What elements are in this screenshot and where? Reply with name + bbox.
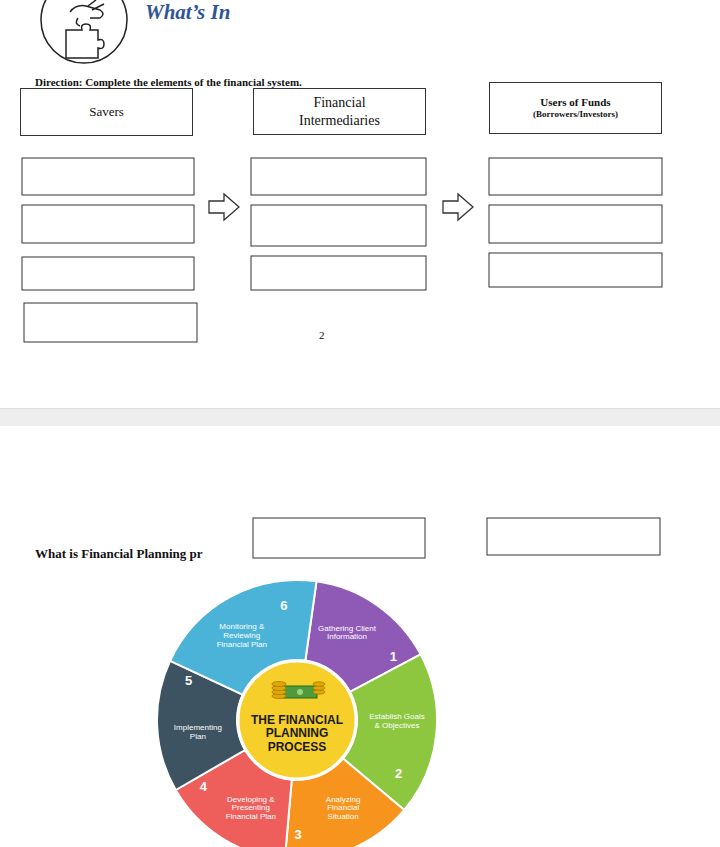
empty-answer-boxes	[22, 158, 662, 558]
hollow-arrow	[209, 194, 239, 220]
step-label: Analyzing Financial Situation	[314, 796, 372, 822]
answer-box	[251, 256, 426, 290]
step-label: Developing & Presenting Financial Plan	[222, 796, 280, 822]
answer-box	[22, 205, 194, 243]
answer-box	[489, 205, 662, 243]
page-number: 2	[319, 329, 339, 341]
step-number: 2	[392, 767, 406, 781]
step-label: Monitoring & Reviewing Financial Plan	[213, 623, 271, 649]
box-heading: Savers	[89, 104, 124, 120]
step-number: 4	[196, 780, 210, 794]
step-number: 6	[277, 599, 291, 613]
intermediaries-box: Financial Intermediaries	[253, 88, 426, 135]
step-number: 1	[386, 650, 400, 664]
hollow-arrows	[209, 194, 473, 220]
step-number: 3	[291, 828, 305, 842]
box-heading: Financial Intermediaries	[280, 94, 400, 129]
icon-circle	[41, 0, 127, 63]
answer-box	[251, 158, 426, 195]
hollow-arrow	[443, 194, 473, 220]
box-heading: Users of Funds	[540, 96, 610, 110]
page-separator	[0, 408, 720, 426]
hand-lines	[70, 0, 104, 26]
money-icon	[272, 682, 325, 699]
step-label: Establish Goals & Objectives	[368, 713, 426, 731]
process-hub-circle: THE FINANCIAL PLANNING PROCESS	[235, 658, 359, 782]
question-text: What is Financial Planning pr	[35, 546, 250, 562]
answer-box	[251, 205, 426, 246]
step-number: 5	[182, 674, 196, 688]
answer-box	[22, 257, 194, 290]
answer-box	[489, 253, 662, 287]
page-edge	[0, 408, 720, 409]
answer-box	[487, 518, 660, 555]
direction-text: Direction: Complete the elements of the …	[35, 76, 365, 88]
answer-box	[24, 303, 197, 342]
puzzle-piece	[66, 24, 104, 58]
section-title: What’s In	[145, 0, 230, 25]
box-subheading: (Borrowers/Investors)	[533, 109, 618, 120]
savers-box: Savers	[20, 88, 193, 136]
step-label: Gathering Client Information	[318, 625, 376, 643]
users-box: Users of Funds(Borrowers/Investors)	[489, 82, 662, 134]
hub-fill	[238, 661, 356, 779]
step-label: Implementing Plan	[169, 724, 227, 742]
answer-box	[489, 158, 662, 195]
answer-box	[253, 518, 425, 558]
puzzle-hand-icon	[41, 0, 127, 63]
answer-box	[22, 158, 194, 195]
hub-label: THE FINANCIAL PLANNING PROCESS	[249, 714, 345, 754]
